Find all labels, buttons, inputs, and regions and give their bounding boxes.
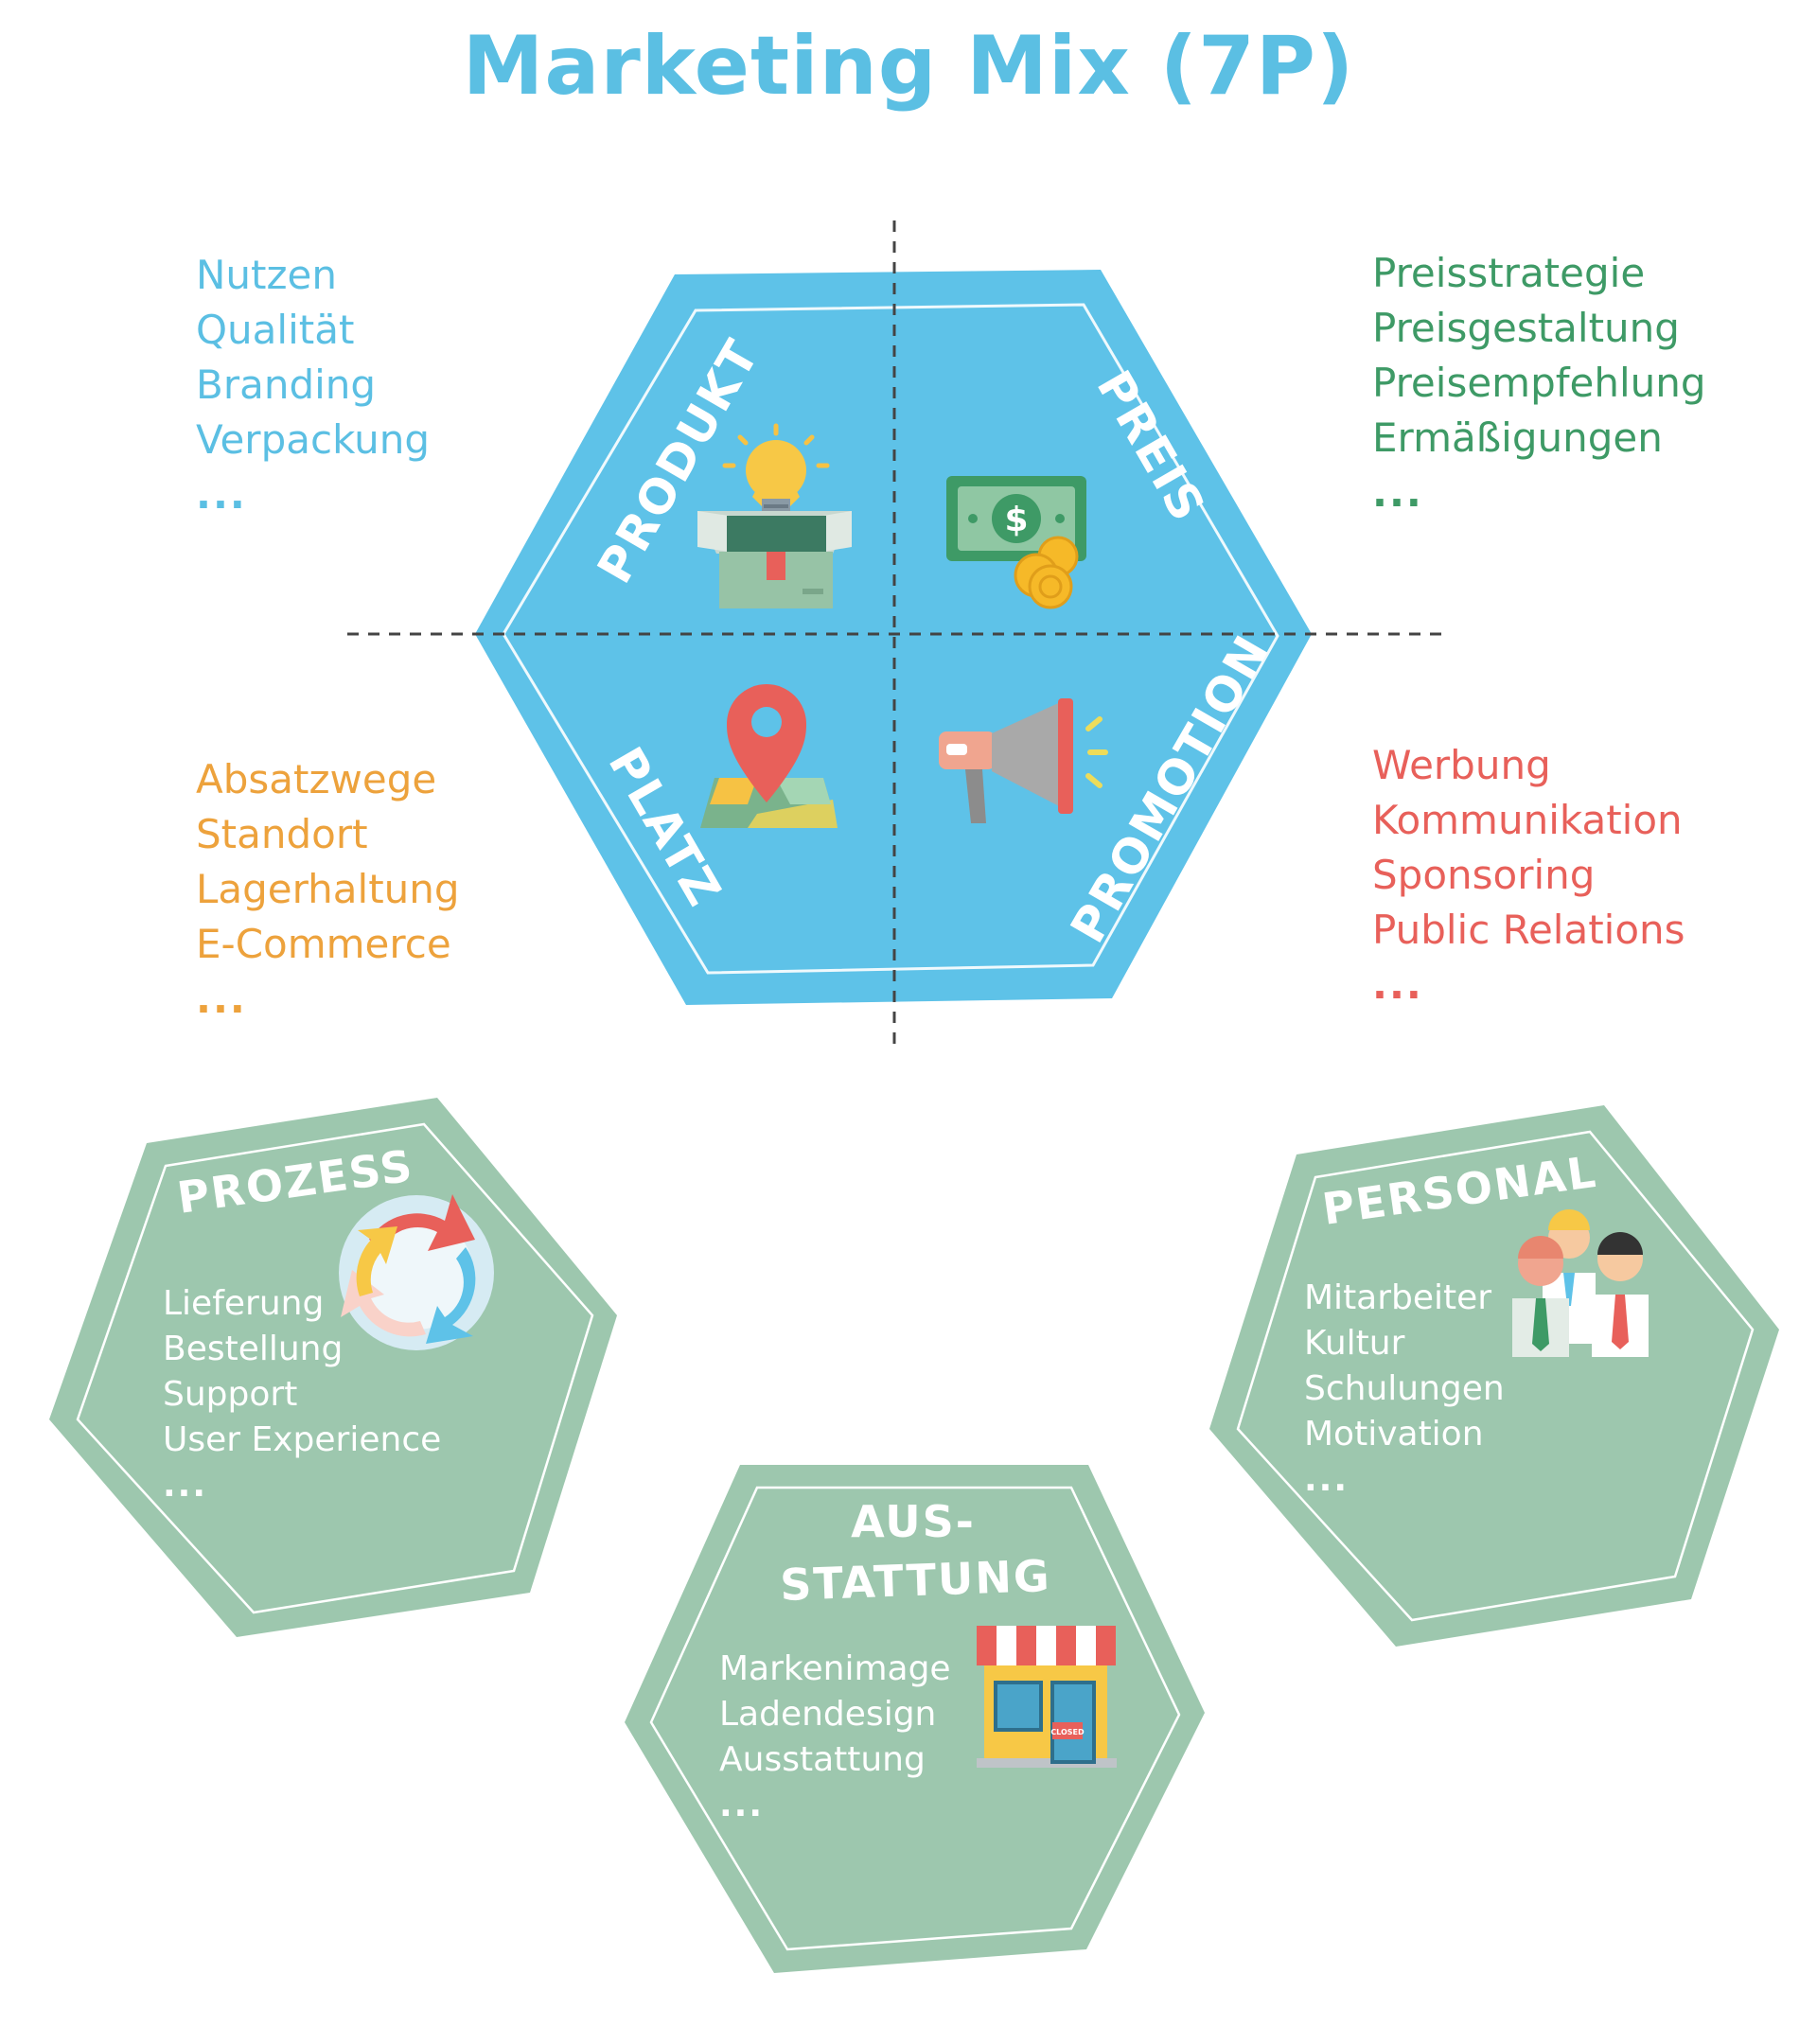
- list-item: ...: [1372, 469, 1423, 516]
- cycle-arrows-icon: [339, 1194, 494, 1350]
- personal-hexagon-outline: [1236, 1130, 1755, 1622]
- list-item: Ladendesign: [719, 1695, 937, 1734]
- ausstattung-label-line2: STATTUNG: [779, 1550, 1051, 1611]
- list-item: Kommunikation: [1372, 797, 1683, 843]
- list-item: Standort: [196, 811, 368, 857]
- map-pin-icon: [700, 684, 838, 828]
- list-item: Verpackung: [196, 416, 430, 463]
- list-item: ...: [1304, 1460, 1350, 1499]
- list-item: E-Commerce: [196, 921, 451, 967]
- list-item: Support: [163, 1375, 298, 1414]
- promotion-list: Werbung Kommunikation Sponsoring Public …: [1372, 738, 1685, 1013]
- preis-list: Preisstrategie Preisgestaltung Preisempf…: [1372, 246, 1706, 520]
- list-item: ...: [196, 976, 247, 1022]
- personal-list: Mitarbeiter Kultur Schulungen Motivation…: [1304, 1276, 1505, 1503]
- team-people-icon: [1512, 1209, 1649, 1357]
- storefront-icon: CLOSED: [977, 1626, 1117, 1768]
- list-item: Lagerhaltung: [196, 866, 460, 912]
- ausstattung-label-line1: AUS-: [851, 1496, 976, 1547]
- page-title: Marketing Mix (7P): [462, 19, 1355, 114]
- list-item: Ausstattung: [719, 1740, 926, 1779]
- list-item: User Experience: [163, 1420, 442, 1459]
- produkt-list: Nutzen Qualität Branding Verpackung ...: [196, 248, 430, 522]
- list-item: Nutzen: [196, 252, 338, 298]
- platz-list: Absatzwege Standort Lagerhaltung E-Comme…: [196, 752, 460, 1027]
- list-item: Qualität: [196, 307, 355, 353]
- list-item: Preisgestaltung: [1372, 305, 1680, 351]
- list-item: ...: [1372, 961, 1423, 1008]
- megaphone-icon: [939, 698, 1108, 823]
- list-item: Schulungen: [1304, 1369, 1505, 1408]
- list-item: Werbung: [1372, 742, 1551, 788]
- prozess-list: Lieferung Bestellung Support User Experi…: [163, 1281, 441, 1508]
- list-item: Absatzwege: [196, 756, 437, 802]
- list-item: ...: [719, 1786, 765, 1824]
- prozess-hexagon-outline: [76, 1122, 594, 1614]
- list-item: Motivation: [1304, 1415, 1484, 1454]
- list-item: Kultur: [1304, 1324, 1405, 1363]
- list-item: Lieferung: [163, 1284, 325, 1323]
- ausstattung-hexagon-outline: [649, 1486, 1181, 1951]
- list-item: Public Relations: [1372, 907, 1685, 953]
- svg-text:$: $: [1004, 501, 1028, 539]
- list-item: Bestellung: [163, 1330, 344, 1368]
- list-item: Branding: [196, 361, 377, 408]
- list-item: Ermäßigungen: [1372, 414, 1663, 461]
- list-item: Preisstrategie: [1372, 250, 1646, 296]
- list-item: Markenimage: [719, 1649, 951, 1688]
- list-item: Preisempfehlung: [1372, 360, 1706, 406]
- money-coins-icon: $: [946, 476, 1086, 609]
- list-item: ...: [196, 471, 247, 518]
- lightbulb-box-icon: [697, 423, 852, 608]
- list-item: ...: [163, 1466, 208, 1505]
- list-item: Mitarbeiter: [1304, 1278, 1492, 1317]
- ausstattung-list: Markenimage Ladendesign Ausstattung ...: [719, 1647, 951, 1828]
- ausstattung-hexagon: [625, 1465, 1205, 1973]
- store-sign: CLOSED: [1050, 1728, 1085, 1736]
- list-item: Sponsoring: [1372, 852, 1596, 898]
